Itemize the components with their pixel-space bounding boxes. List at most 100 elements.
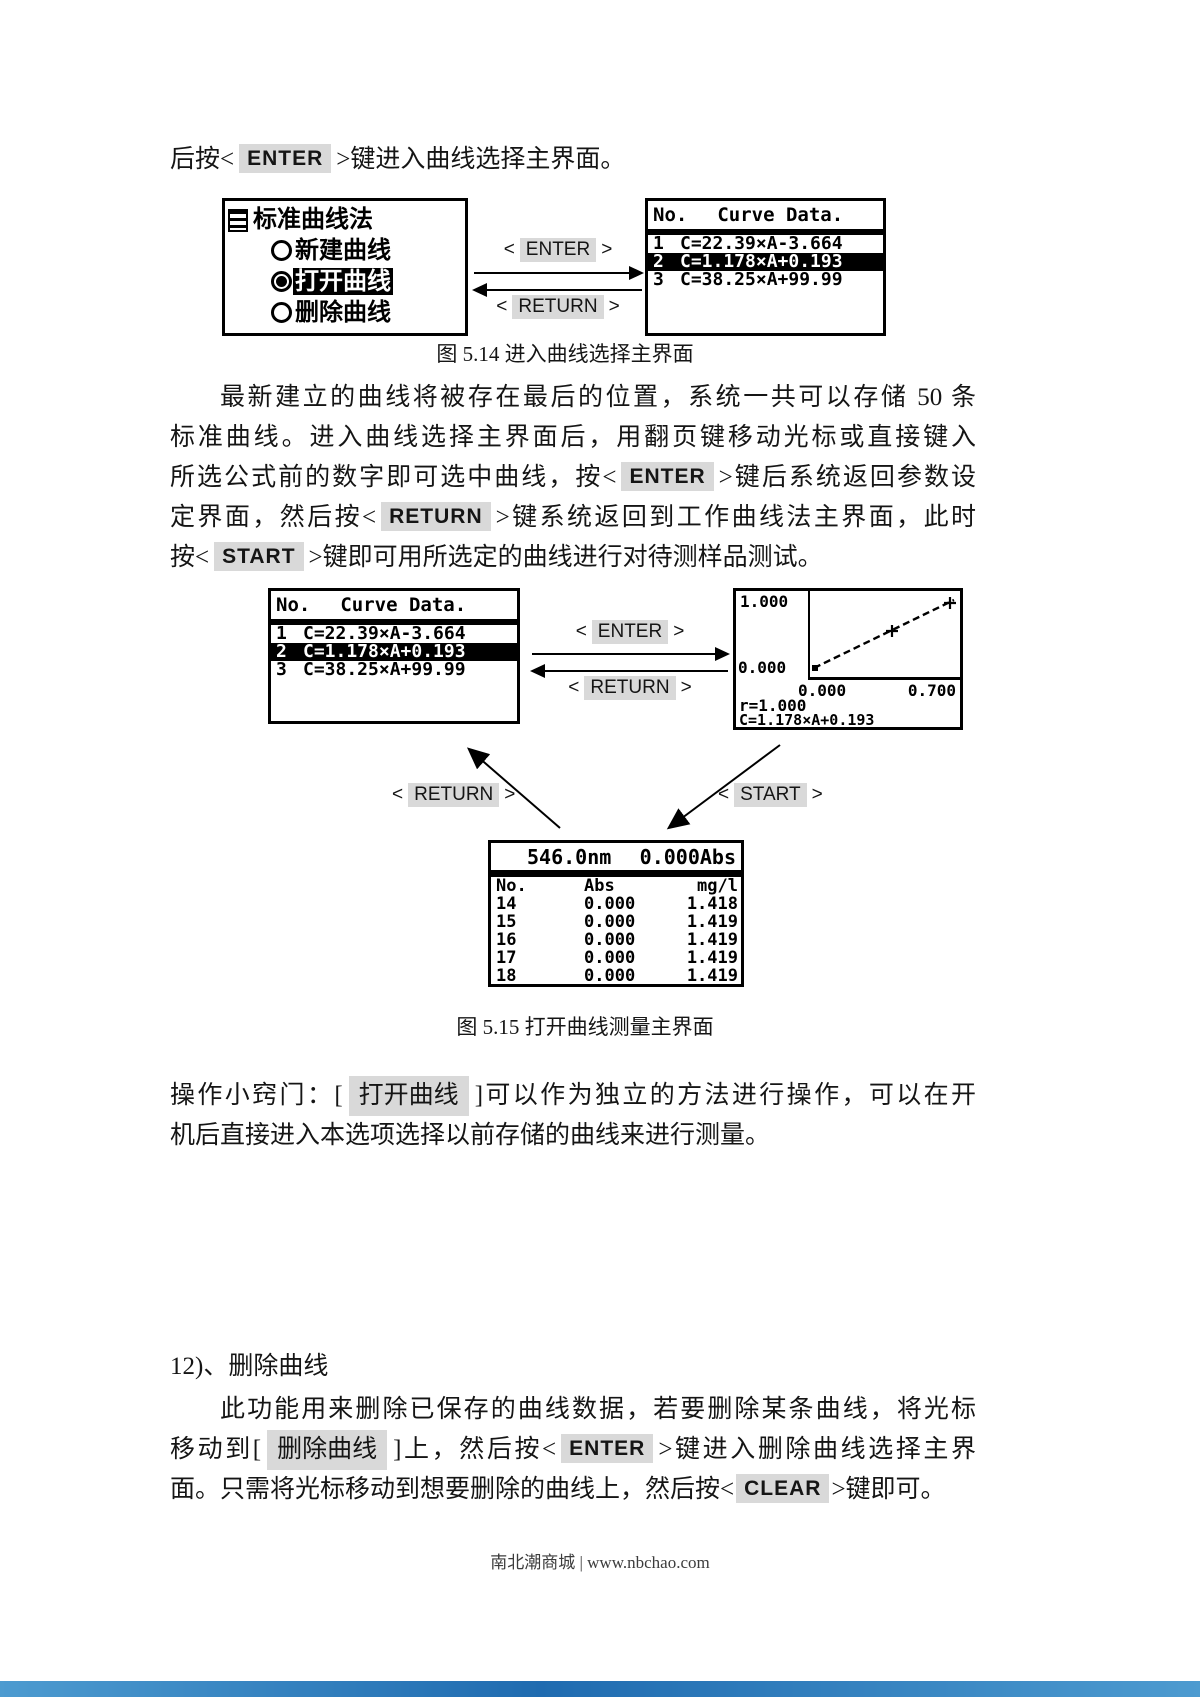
sample-no: 18	[496, 966, 517, 986]
enter-key-chip: ENTER	[591, 620, 669, 644]
text: >键即可用所选定的曲线进行对待测样品测试。	[308, 544, 823, 571]
para1-line4: 定界面，然后按<RETURN>键系统返回到工作曲线法主界面，此时	[170, 498, 976, 538]
y-axis-line	[808, 591, 810, 679]
text: 面。只需将光标移动到想要删除的曲线上，然后按<	[170, 1476, 735, 1503]
absorbance-value: 0.000Abs	[639, 845, 736, 869]
lcd-graph-screen: 1.000 0.000 0.000 0.700 r=1.000 C=1.178×…	[733, 588, 963, 730]
return-key-chip: RETURN	[408, 783, 500, 807]
curve-row: 1 C=22.39×A-3.664	[648, 235, 883, 253]
curve-row: 3 C=38.25×A+99.99	[271, 661, 517, 679]
curve-screen-header: No. Curve Data.	[271, 591, 517, 615]
curve-no: 1	[653, 233, 664, 254]
curve-formula: C=1.178×A+0.193	[303, 641, 466, 662]
curve-no: 3	[653, 269, 664, 290]
angle-open: <	[503, 239, 515, 260]
col-no: No.	[496, 876, 527, 896]
text: >键后系统返回参数设	[718, 464, 976, 491]
measure-row: 15 0.000 1.419	[491, 913, 741, 931]
curve-no: 1	[276, 623, 287, 644]
curve-formula: C=1.178×A+0.193	[739, 711, 875, 729]
enter-key-chip: ENTER	[519, 238, 597, 262]
lcd-measure-screen: 546.0nm 0.000Abs No. Abs mg/l 14 0.000 1…	[488, 840, 744, 987]
sample-conc: 1.419	[686, 966, 738, 986]
figure-515-caption: 图 5.15 打开曲线测量主界面	[456, 1015, 714, 1039]
para1-line3: 所选公式前的数字即可选中曲线，按<ENTER>键后系统返回参数设	[170, 458, 976, 498]
menu-item-open-curve: 打开曲线	[271, 268, 465, 295]
start-key-chip: START	[734, 783, 807, 807]
angle-close: >	[601, 239, 613, 260]
angle-open: <	[718, 784, 730, 805]
diagonal-arrows	[466, 744, 781, 830]
section12-line3: 面。只需将光标移动到想要删除的曲线上，然后按<CLEAR>键即可。	[170, 1470, 976, 1510]
text: >键系统返回到工作曲线法主界面，此时	[495, 504, 976, 531]
sample-no: 15	[496, 912, 517, 932]
curve-formula: C=38.25×A+99.99	[680, 269, 843, 290]
angle-close: >	[608, 296, 620, 317]
return-arrow-label: <RETURN>	[532, 676, 728, 700]
col-data-header: Curve Data.	[717, 204, 844, 226]
menu-item-new-curve: 新建曲线	[271, 237, 465, 264]
enter-key-chip: ENTER	[621, 462, 714, 491]
curve-formula: C=1.178×A+0.193	[680, 251, 843, 272]
curve-row-highlighted: 2 C=1.178×A+0.193	[271, 643, 517, 661]
curve-screen-header: No. Curve Data.	[648, 201, 883, 225]
angle-open: <	[575, 621, 587, 642]
para1-line2: 标准曲线。进入曲线选择主界面后，用翻页键移动光标或直接键入	[170, 424, 976, 451]
return-diagonal-arrow	[466, 747, 561, 829]
sample-abs: 0.000	[584, 948, 636, 968]
col-no-header: No.	[653, 204, 688, 226]
text: 移动到[	[170, 1436, 262, 1463]
x-min-label: 0.000	[798, 681, 847, 700]
enter-return-arrows: <ENTER> <RETURN>	[472, 238, 644, 319]
menu-item-label: 新建曲线	[295, 237, 391, 264]
sample-abs: 0.000	[584, 912, 636, 932]
col-no-header: No.	[276, 594, 311, 616]
tip-line2: 机后直接进入本选项选择以前存储的曲线来进行测量。	[170, 1122, 771, 1149]
text: 定界面，然后按<	[170, 504, 377, 531]
enter-key-chip: ENTER	[561, 1434, 654, 1463]
text: >键进入删除曲线选择主界	[658, 1436, 976, 1463]
angle-close: >	[504, 784, 516, 805]
radio-unselected-icon	[271, 240, 292, 261]
curve-no: 2	[276, 641, 287, 662]
return-arrow-label: <RETURN>	[474, 295, 642, 319]
text: >键即可。	[831, 1476, 946, 1503]
start-arrow-label: <START>	[718, 783, 823, 807]
curve-row-highlighted: 2 C=1.178×A+0.193	[648, 253, 883, 271]
curve-formula: C=22.39×A-3.664	[680, 233, 843, 254]
header-divider-bar	[271, 619, 517, 625]
curve-row: 3 C=38.25×A+99.99	[648, 271, 883, 289]
sample-no: 16	[496, 930, 517, 950]
sample-no: 14	[496, 894, 517, 914]
lcd-curve-screen-1: No. Curve Data. 1 C=22.39×A-3.664 2 C=1.…	[645, 198, 886, 336]
measure-row: 14 0.000 1.418	[491, 895, 741, 913]
menu-item-label: 打开曲线	[293, 268, 393, 295]
col-unit: mg/l	[697, 876, 738, 896]
return-key-chip: RETURN	[584, 676, 676, 700]
lcd-menu-screen: 标准曲线法 新建曲线 打开曲线 删除曲线	[222, 198, 468, 336]
measure-row: 17 0.000 1.419	[491, 949, 741, 967]
section12-line2: 移动到[删除曲线]上，然后按<ENTER>键进入删除曲线选择主界	[170, 1430, 976, 1470]
sample-abs: 0.000	[584, 894, 636, 914]
menu-item-delete-curve: 删除曲线	[271, 299, 465, 326]
open-curve-chip: 打开曲线	[348, 1076, 469, 1116]
clear-key-chip: CLEAR	[736, 1474, 830, 1503]
enter-arrow-label: <ENTER>	[532, 620, 728, 644]
start-diagonal-arrow	[666, 744, 781, 830]
x-axis-line	[808, 677, 960, 680]
tip-line1: 操作小窍门：[打开曲线]可以作为独立的方法进行操作，可以在开	[170, 1076, 976, 1116]
enter-key-chip: ENTER	[239, 144, 332, 173]
return-arrow-label: <RETURN>	[392, 783, 515, 807]
sample-conc: 1.419	[686, 930, 738, 950]
menu-title-row: 标准曲线法	[228, 207, 462, 233]
right-arrow	[532, 647, 730, 661]
measure-row: 18 0.000 1.419	[491, 967, 741, 985]
curve-no: 2	[653, 251, 664, 272]
angle-close: >	[811, 784, 823, 805]
delete-curve-chip: 删除曲线	[267, 1430, 388, 1470]
enter-arrow-label: <ENTER>	[474, 238, 642, 262]
radio-selected-icon	[271, 271, 292, 292]
text: ]可以作为独立的方法进行操作，可以在开	[474, 1082, 976, 1109]
calibration-curve-plot	[812, 597, 956, 671]
